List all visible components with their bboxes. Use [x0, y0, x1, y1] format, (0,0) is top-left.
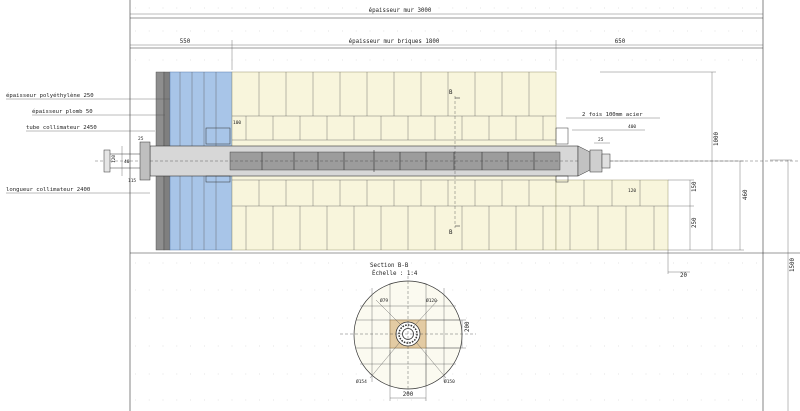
top-wall-label: épaisseur mur 3000: [369, 7, 432, 14]
left-cap: [103, 149, 111, 173]
section-marker-bottom: B: [449, 230, 453, 236]
top-wall-dimension: épaisseur mur 3000: [130, 7, 763, 15]
section-title: Section B-B: [370, 263, 409, 269]
dim-460: 460: [743, 189, 749, 200]
left-flange: [139, 141, 151, 181]
screws-label: 2 fois 100mm acier: [582, 112, 643, 118]
right-cone: [577, 145, 591, 177]
dim-1000: 1000: [714, 132, 720, 146]
dim-550: 550: [180, 39, 191, 45]
dim-100: 100: [233, 120, 241, 126]
dim-40: 40: [124, 159, 130, 165]
dim-120-low: 120: [628, 188, 636, 194]
section-bb-detail: Section B-B Échelle : 1:4 Ø79 Ø120 Ø154: [340, 263, 476, 401]
dim-120-left: 120: [111, 155, 117, 163]
section-marker-top: B: [449, 90, 453, 96]
dim-25-left: 25: [138, 136, 144, 142]
upper-right-bracket: [555, 127, 569, 145]
dim-phi79: Ø79: [380, 297, 388, 304]
dim-phi120: Ø120: [426, 297, 437, 304]
dim-1500: 1500: [790, 258, 796, 272]
dim-400: 400: [628, 124, 636, 130]
dim-250: 250: [692, 217, 698, 228]
upper-left-bracket: [205, 127, 231, 145]
dim-115: 115: [128, 178, 136, 184]
collimator: [95, 127, 800, 183]
collimator-length-label: longueur collimateur 2400: [6, 187, 90, 193]
lead-label: épaisseur plomb 50: [32, 108, 93, 115]
dim-200-bottom: 200: [403, 392, 414, 398]
section-scale: Échelle : 1:4: [372, 269, 418, 277]
dim-200-right: 200: [465, 321, 471, 332]
dim-650: 650: [615, 39, 626, 45]
right-callouts: 2 fois 100mm acier 400 100 25 120 150 25…: [233, 71, 796, 411]
brick-wall-dimension: 550 épaisseur mur briques 1800 650: [130, 38, 763, 70]
section-line-bb: B B: [449, 90, 460, 236]
dim-150: 150: [692, 181, 698, 192]
left-callouts: épaisseur polyéthylène 250 épaisseur plo…: [6, 92, 170, 194]
right-flange: [589, 149, 603, 173]
dim-phi150: Ø150: [444, 378, 455, 385]
drawing-frame: [129, 0, 800, 411]
collimator-tube-label: tube collimateur 2450: [26, 125, 97, 131]
brick-wall-label: épaisseur mur briques 1800: [349, 38, 440, 45]
dim-20: 20: [680, 273, 687, 279]
right-brick-block: [555, 179, 669, 251]
polyethylene-label: épaisseur polyéthylène 250: [6, 92, 94, 99]
dim-25-right: 25: [598, 137, 604, 143]
dim-phi154: Ø154: [356, 378, 367, 385]
